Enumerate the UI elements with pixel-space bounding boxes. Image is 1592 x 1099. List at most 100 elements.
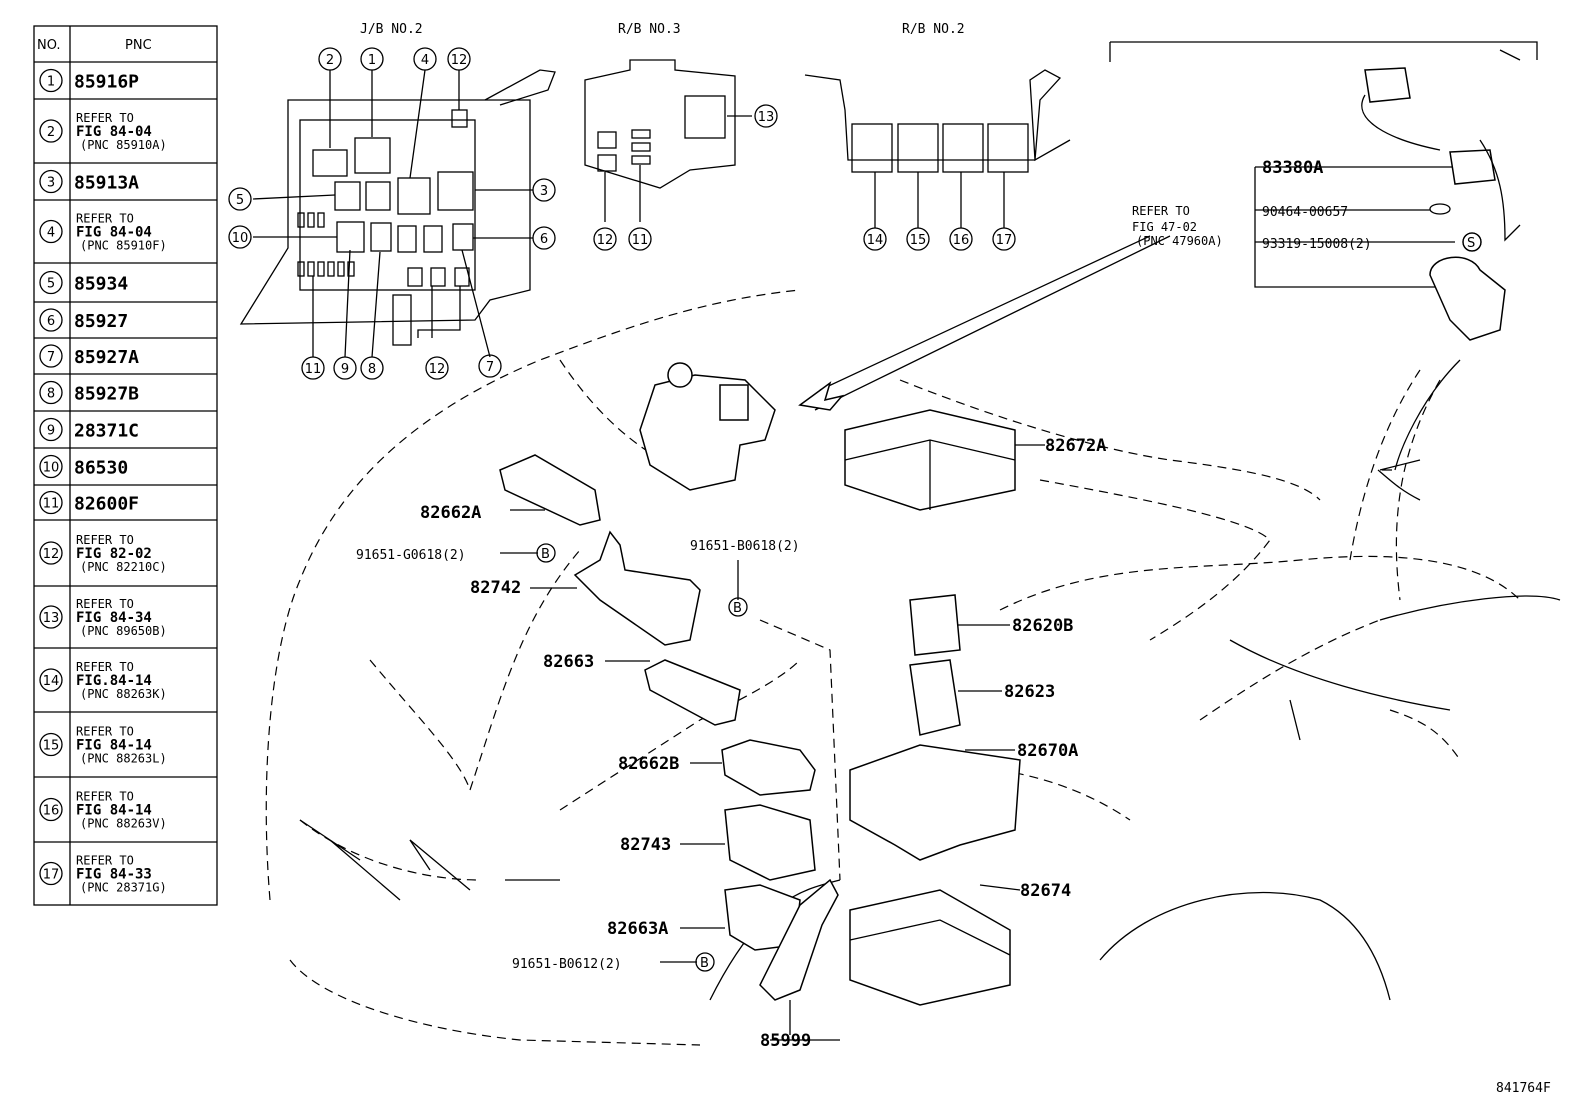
b-mark-3: B [700, 956, 709, 971]
table-border [33, 25, 218, 906]
label-82672A: 82672A [1045, 436, 1106, 456]
label-93319-15008: 93319-15008(2) [1262, 237, 1372, 252]
row-refer-line: (PNC 28371G) [80, 881, 167, 895]
row-refer-line: FIG 84-04 [76, 225, 152, 241]
row-refer-line: REFER TO [76, 854, 134, 868]
refer-line-1: REFER TO [1132, 204, 1190, 218]
callout-number: 11 [632, 233, 649, 248]
row-number-circle [39, 668, 63, 692]
callout-number: 4 [421, 53, 429, 68]
row-number: 10 [43, 461, 60, 476]
callout-number: 10 [232, 231, 249, 246]
row-number: 7 [47, 350, 55, 365]
callout-number: 15 [910, 233, 927, 248]
row-pnc: 28371C [74, 421, 139, 442]
callout-circle [754, 104, 778, 128]
callout-number: 5 [236, 193, 244, 208]
callout-circle [301, 356, 325, 380]
label-82662B: 82662B [618, 754, 679, 774]
row-pnc: 85927A [74, 347, 139, 368]
row-refer-line: FIG 84-14 [76, 803, 152, 819]
callout-circle [318, 47, 342, 71]
row-number: 13 [43, 611, 60, 626]
label-82620B: 82620B [1012, 616, 1073, 636]
row-refer-line: (PNC 85910A) [80, 138, 167, 152]
callout-circle [532, 226, 556, 250]
label-82663A: 82663A [607, 919, 668, 939]
callout-circle [360, 356, 384, 380]
callout-number: 9 [341, 362, 349, 377]
row-number: 8 [47, 387, 55, 402]
label-83380A: 83380A [1262, 158, 1323, 178]
label-91651-B0612: 91651-B0612(2) [512, 957, 622, 972]
row-refer-line: FIG 84-14 [76, 738, 152, 754]
row-refer-line: (PNC 88263V) [80, 817, 167, 831]
row-number-circle [39, 344, 63, 368]
row-refer-line: (PNC 85910F) [80, 239, 167, 253]
fastener-leaders [500, 552, 739, 963]
label-91651-G0618: 91651-G0618(2) [356, 548, 466, 563]
rb2-title: R/B NO.2 [902, 22, 965, 37]
relay-bracket-group [1109, 41, 1538, 471]
callout-circle [228, 187, 252, 211]
callout-circle [949, 227, 973, 251]
rb2-inset: R/B NO.2 [804, 22, 1071, 228]
rb3-inset: R/B NO.3 [584, 22, 752, 222]
row-number-circle [39, 380, 63, 405]
row-number: 5 [47, 277, 55, 292]
row-refer-line: (PNC 88263L) [80, 752, 167, 766]
callout-circle [906, 227, 930, 251]
row-number-circle [39, 417, 63, 442]
row-refer-line: REFER TO [76, 660, 134, 674]
row-refer-line: FIG.84-14 [76, 673, 152, 689]
row-number: 1 [47, 75, 55, 90]
refer-arrows [798, 235, 1171, 411]
row-number-circle [39, 308, 63, 332]
row-number: 9 [47, 424, 55, 439]
row-number-circle [39, 490, 63, 515]
row-refer-line: FIG 84-33 [76, 867, 152, 883]
row-refer-line: REFER TO [76, 212, 134, 226]
row-number: 4 [47, 226, 55, 241]
row-number: 16 [43, 804, 60, 819]
row-number-circle [39, 454, 63, 479]
label-82662A: 82662A [420, 503, 481, 523]
callout-number: 2 [326, 53, 334, 68]
callout-number: 11 [305, 362, 322, 377]
callout-circle [593, 227, 617, 251]
b-mark-2: B [733, 601, 742, 616]
callout-circle [532, 178, 556, 202]
label-82743: 82743 [620, 835, 671, 855]
row-number: 12 [43, 547, 60, 562]
callout-circle [478, 354, 502, 378]
callout-number: 7 [486, 360, 494, 375]
rb3-title: R/B NO.3 [618, 22, 681, 37]
row-number-circle [39, 219, 63, 244]
callout-number: 12 [597, 233, 614, 248]
row-pnc: 85913A [74, 173, 139, 194]
row-number: 11 [43, 497, 60, 512]
label-82670A: 82670A [1017, 741, 1078, 761]
table-header-pnc: PNC [125, 38, 152, 53]
b-mark-1: B [541, 547, 550, 562]
label-82623: 82623 [1004, 682, 1055, 702]
label-82663: 82663 [543, 652, 594, 672]
callout-number: 6 [540, 232, 548, 247]
callout-circle [425, 356, 449, 380]
row-number-circle [39, 68, 63, 93]
row-refer-line: FIG 84-04 [76, 124, 152, 140]
callout-number: 13 [758, 110, 775, 125]
row-number: 3 [47, 176, 55, 191]
row-number-circle [39, 605, 63, 629]
row-number: 17 [43, 868, 60, 883]
row-pnc: 85934 [74, 274, 128, 295]
row-number: 6 [47, 314, 55, 329]
callout-number: 1 [368, 53, 376, 68]
row-refer-line: (PNC 82210C) [80, 560, 167, 574]
row-refer-line: FIG 82-02 [76, 546, 152, 562]
row-refer-line: REFER TO [76, 725, 134, 739]
row-pnc: 85927 [74, 311, 128, 332]
callout-circle [228, 225, 252, 249]
